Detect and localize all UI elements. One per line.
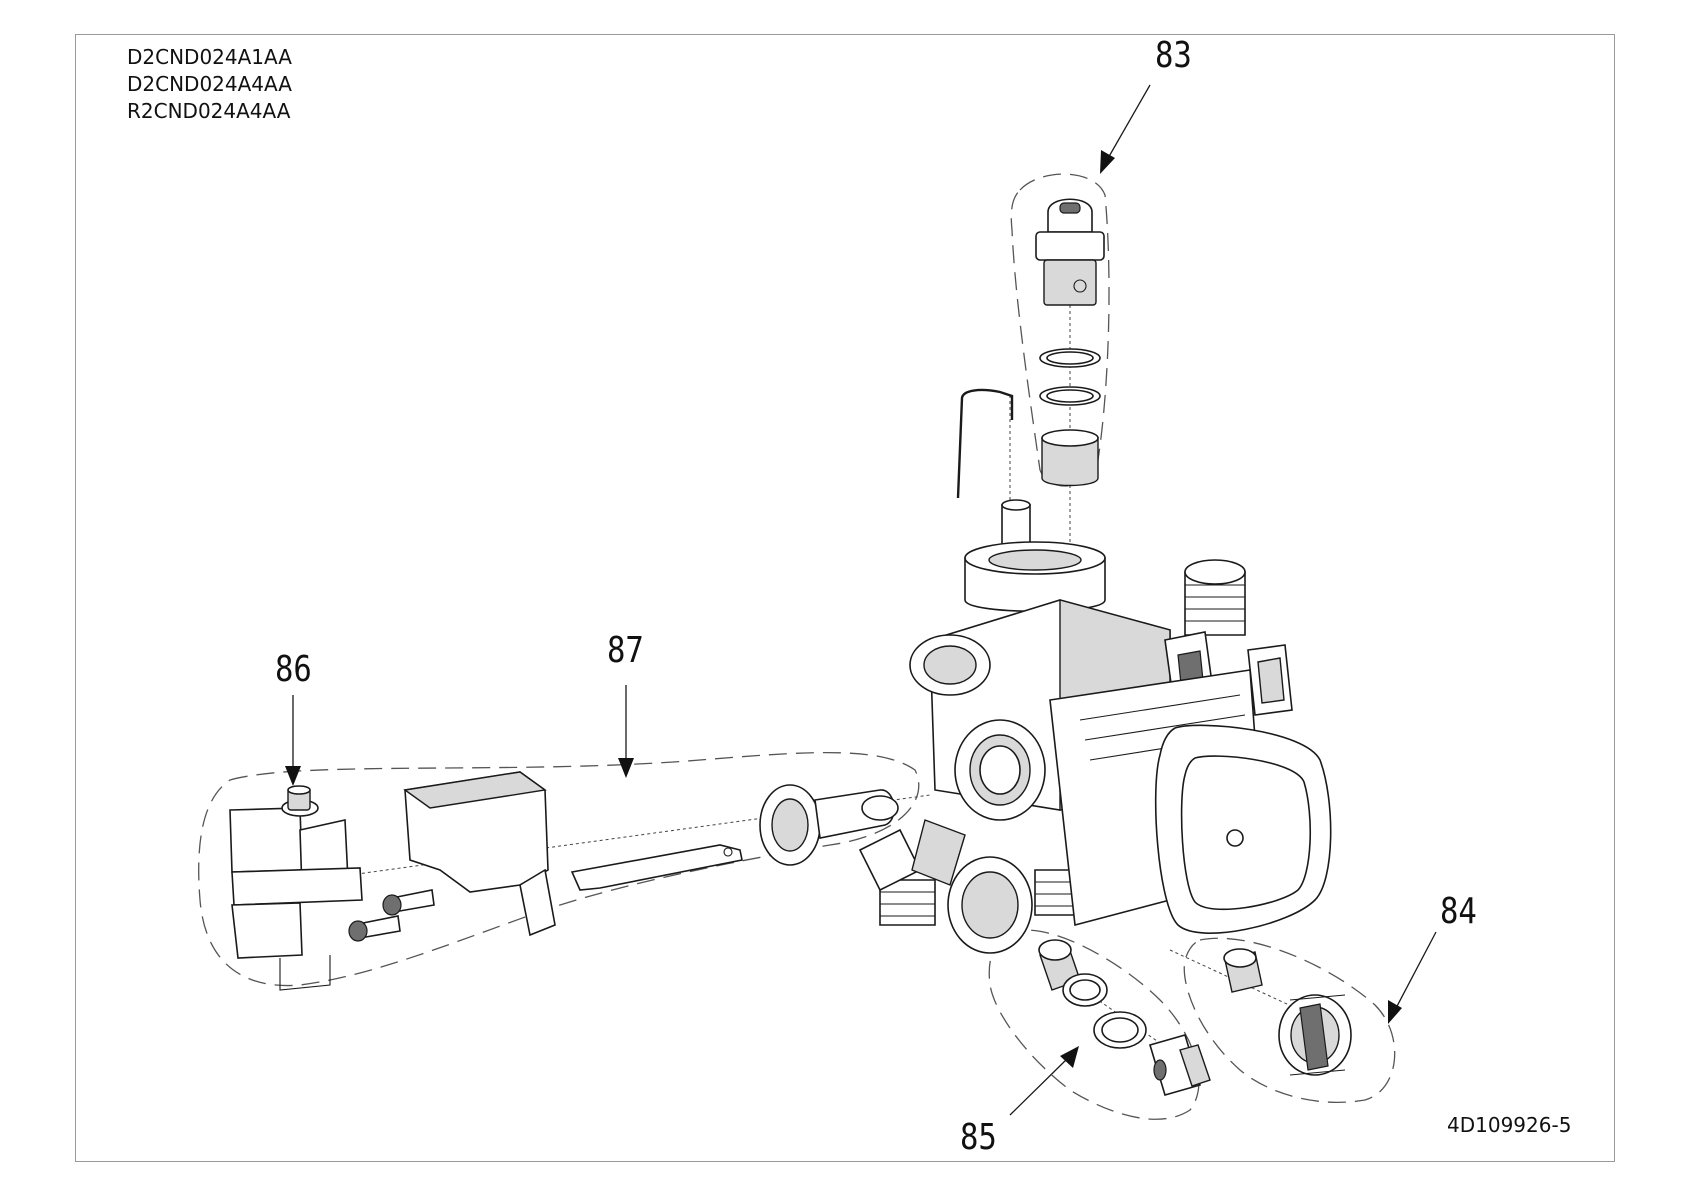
drawing-frame [75,34,1615,1162]
arrowhead-86 [285,766,301,786]
arrowhead-87 [618,758,634,778]
arrowhead-83 [1100,150,1115,174]
part-84-cartridge [1223,948,1352,1076]
leader-83 [1106,84,1151,161]
model-list: D2CND024A1AA D2CND024A4AA R2CND024A4AA [127,44,292,125]
callout-85: 85 [960,1117,997,1158]
axis-85 [1054,969,1171,1051]
leader-84 [1394,931,1437,1011]
leader-85 [1009,1057,1069,1116]
callout-83: 83 [1155,35,1192,76]
main-valve-body [858,499,1332,954]
part-87-assembly [348,771,899,942]
callout-86: 86 [275,649,312,690]
part-clip [956,388,1014,499]
model-code: D2CND024A4AA [127,72,292,96]
group-outline-84 [1183,937,1396,1103]
model-code: D2CND024A1AA [127,45,292,69]
part-85-insert [1038,939,1211,1096]
arrowhead-84 [1388,1000,1402,1024]
arrowhead-85 [1060,1046,1079,1068]
part-86-actuator [229,785,363,991]
group-outline-85 [988,929,1200,1120]
part-83-cartridge [1035,198,1105,487]
group-outline-86-87 [198,751,920,987]
document-code: 4D109926-5 [1447,1113,1572,1137]
model-code: R2CND024A4AA [127,99,291,123]
callout-87: 87 [607,630,644,671]
callout-84: 84 [1440,891,1477,932]
